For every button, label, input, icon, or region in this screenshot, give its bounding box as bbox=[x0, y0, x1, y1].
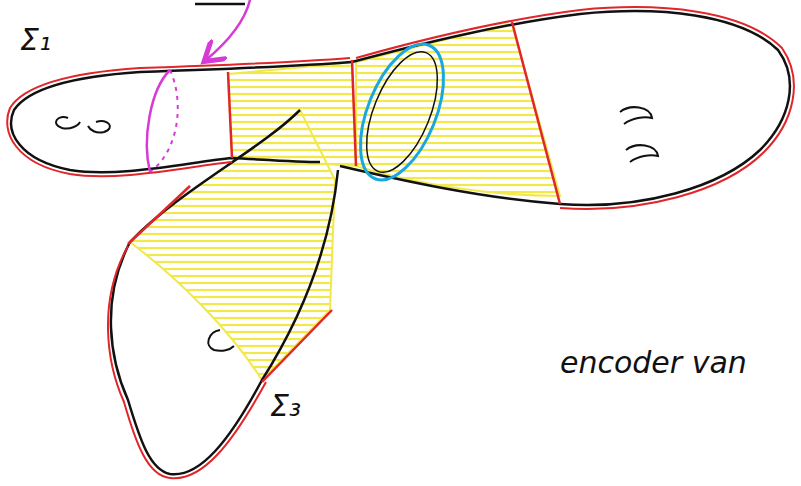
surface-label: Σ₁ bbox=[20, 22, 51, 57]
handwritten-note: encoder van bbox=[560, 345, 747, 380]
surface-label: Σ₃ bbox=[270, 388, 301, 423]
